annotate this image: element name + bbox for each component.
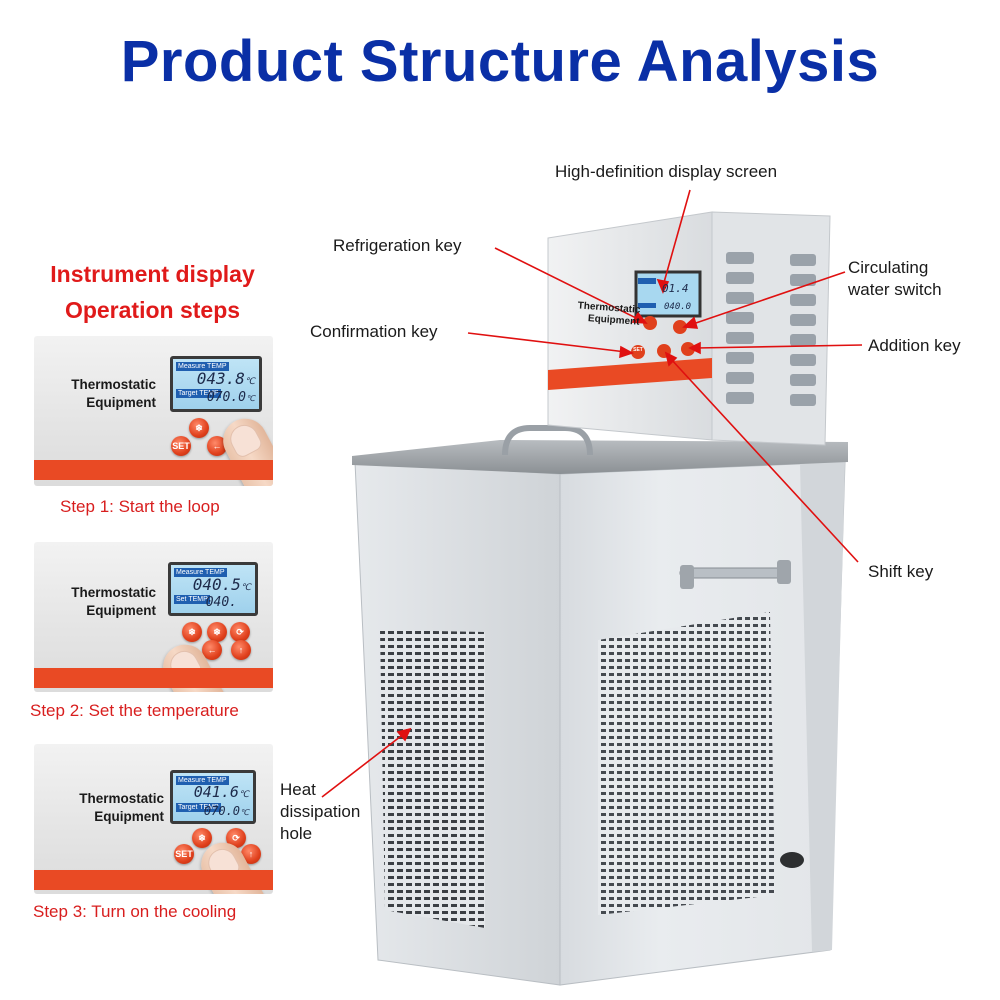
step-3-photo: Thermostatic Equipment Measure TEMP 041.… <box>34 744 273 894</box>
lcd-measure-label: Measure TEMP <box>176 776 229 785</box>
circulation-button[interactable]: ⟳ <box>230 622 250 642</box>
refrigeration-button[interactable]: ❄ <box>189 418 209 438</box>
label-circulating-line1: Circulating <box>848 258 929 277</box>
steps-heading-line1: Instrument display <box>50 261 255 287</box>
label-heat-line3: hole <box>280 824 313 843</box>
brand-line1: Thermostatic <box>79 791 164 806</box>
step-2-caption: Step 2: Set the temperature <box>30 701 239 720</box>
lcd-measure-label: Measure TEMP <box>176 362 229 371</box>
refrigeration-button-2[interactable]: ❄ <box>207 622 227 642</box>
label-heat-dissipation-hole: Heat dissipation hole <box>280 779 360 845</box>
step-1-lcd: Measure TEMP 043.8℃ Target TEMP 070.0℃ <box>170 356 262 412</box>
brand-line2: Equipment <box>86 395 156 410</box>
step-1-photo: Thermostatic Equipment Measure TEMP 043.… <box>34 336 273 486</box>
step-3-lcd: Measure TEMP 041.6℃ Target TEMP 070.0℃ <box>170 770 256 824</box>
steps-heading: Instrument display Operation steps <box>20 256 285 328</box>
lcd-target-value: 070.0℃ <box>203 804 249 818</box>
brand-line2: Equipment <box>86 603 156 618</box>
panel-stripe <box>34 870 273 890</box>
label-heat-line2: dissipation <box>280 802 361 821</box>
addition-button[interactable]: ↑ <box>231 640 251 660</box>
step-1-brand: Thermostatic Equipment <box>36 376 156 412</box>
panel-stripe <box>34 668 273 688</box>
machine-lcd-bottom: 040.0 <box>664 302 692 312</box>
lcd-measure-value: 040.5℃ <box>192 575 251 594</box>
page-title: Product Structure Analysis <box>120 29 880 94</box>
lcd-measure-label: Measure TEMP <box>174 568 227 577</box>
lcd-target-label: Target TEMP <box>176 389 221 398</box>
refrigeration-button[interactable]: ❄ <box>192 828 212 848</box>
step-1-caption: Step 1: Start the loop <box>60 497 220 516</box>
brand-line1: Thermostatic <box>71 377 156 392</box>
label-shift-key: Shift key <box>868 562 934 581</box>
lcd-target-value: 040. <box>205 595 237 610</box>
lcd-measure-value: 043.8℃ <box>196 369 255 388</box>
lcd-measure-value: 041.6℃ <box>193 783 249 801</box>
panel-stripe <box>34 460 273 480</box>
step-3-brand: Thermostatic Equipment <box>44 790 164 826</box>
label-addition-key: Addition key <box>868 336 961 355</box>
brand-line1: Thermostatic <box>71 585 156 600</box>
step-2-brand: Thermostatic Equipment <box>36 584 156 620</box>
label-circulating-switch: Circulating water switch <box>848 257 942 301</box>
lcd-target-value: 070.0℃ <box>206 390 255 405</box>
step-3-caption: Step 3: Turn on the cooling <box>33 902 237 921</box>
addition-button[interactable]: ↑ <box>241 844 261 864</box>
set-button[interactable]: SET <box>174 844 194 864</box>
label-circulating-line2: water switch <box>848 280 942 299</box>
shift-button[interactable]: ← <box>202 640 222 660</box>
lcd-target-label: Target TEMP <box>176 803 221 812</box>
refrigeration-button[interactable]: ❄ <box>182 622 202 642</box>
label-refrigeration-key: Refrigeration key <box>333 236 462 255</box>
step-2-photo: Thermostatic Equipment Measure TEMP 040.… <box>34 542 273 692</box>
set-button[interactable]: SET <box>171 436 191 456</box>
step-2-lcd: Measure TEMP 040.5℃ Set TEMP 040. <box>168 562 258 616</box>
label-heat-line1: Heat <box>280 780 316 799</box>
machine-set-button[interactable]: SET <box>633 347 643 353</box>
label-display-screen: High-definition display screen <box>555 162 778 181</box>
brand-line2: Equipment <box>94 809 164 824</box>
lcd-target-label: Set TEMP <box>174 595 210 604</box>
machine-lcd-top: 01.4 <box>662 282 689 295</box>
label-confirmation-key: Confirmation key <box>310 322 438 341</box>
steps-heading-line2: Operation steps <box>64 297 241 323</box>
